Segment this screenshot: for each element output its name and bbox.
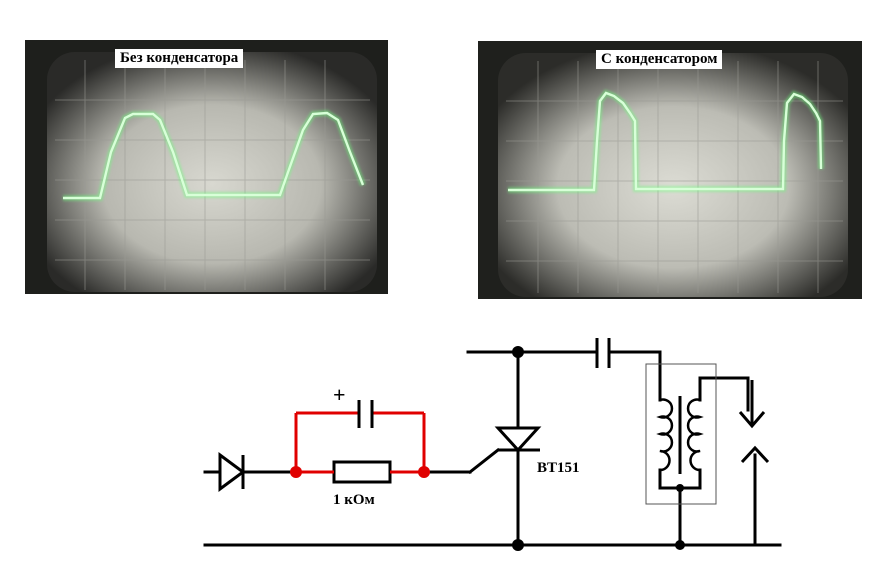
grid (55, 60, 370, 290)
oscilloscope-screen (478, 41, 862, 299)
junction-dot (418, 466, 430, 478)
thyristor-label: BT151 (537, 460, 580, 476)
modification-wires (294, 411, 426, 474)
spark-gap (738, 380, 770, 464)
scope-title-with-capacitor: С конденсатором (596, 50, 723, 69)
scope-title-without-capacitor: Без конденсатора (115, 49, 244, 68)
junction-dot (512, 346, 524, 358)
waveform-trace (63, 111, 365, 200)
series-capacitor (595, 338, 611, 368)
waveform-trace (508, 91, 823, 192)
diode (218, 452, 246, 492)
junction-dot (512, 539, 524, 551)
ignition-coil (656, 396, 704, 474)
junction-dot (290, 466, 302, 478)
thyristor (494, 426, 542, 453)
resistor (332, 460, 392, 484)
oscilloscope-screen (25, 40, 388, 294)
oscilloscope-with-capacitor: С конденсатором (478, 41, 862, 299)
electrolytic-capacitor (357, 400, 374, 428)
oscilloscope-without-capacitor: Без конденсатора (25, 40, 388, 294)
ignition-coil-frame (645, 363, 717, 505)
junction-dot (675, 540, 685, 550)
resistor-label: 1 кОм (333, 492, 375, 508)
junction-dot (676, 484, 684, 492)
capacitor-polarity-mark: + (333, 382, 346, 407)
circuit-schematic: + BT151 1 кОм (203, 338, 782, 551)
